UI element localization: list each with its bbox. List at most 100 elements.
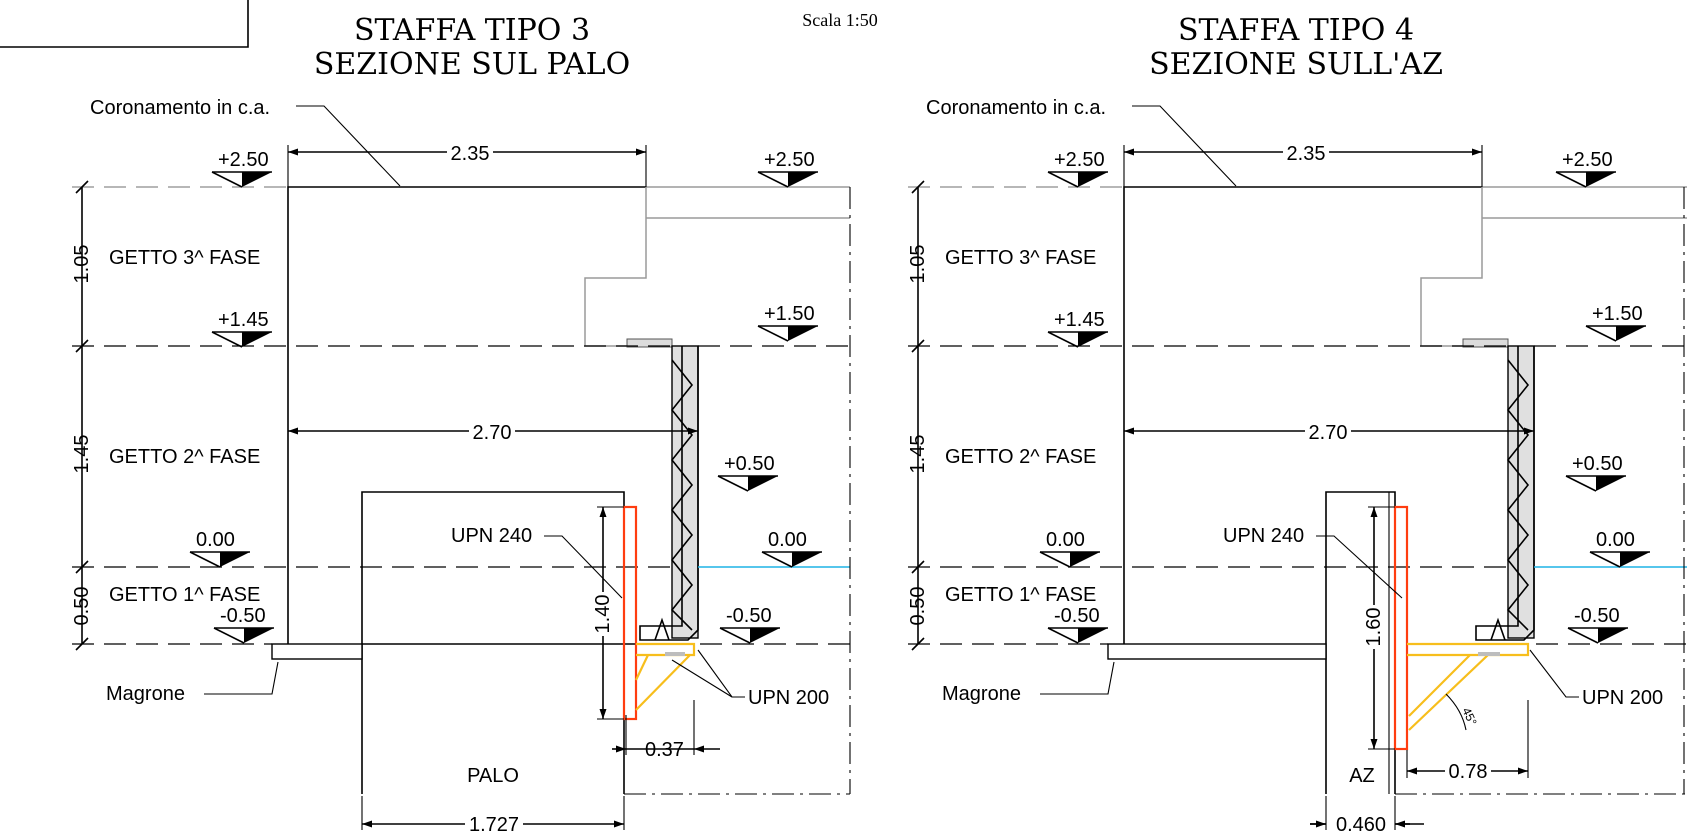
level-value: 0.00 bbox=[1596, 529, 1635, 551]
level-marker: -0.50 bbox=[1567, 605, 1628, 644]
level-value: +0.50 bbox=[724, 453, 775, 475]
level-marker: +1.50 bbox=[1585, 303, 1646, 342]
upn200-label: UPN 200 bbox=[1582, 687, 1663, 709]
wall-foot bbox=[1475, 346, 1535, 641]
upn240-plate bbox=[1393, 505, 1409, 751]
level-marker: +0.50 bbox=[1565, 453, 1626, 492]
upn240-height-value: 1.60 bbox=[1363, 608, 1385, 647]
section-tipo-3: STAFFA TIPO 3 SEZIONE SUL PALO Coronamen… bbox=[71, 13, 851, 831]
pile-width-dim-value: 1.727 bbox=[469, 814, 519, 831]
height-dim-getto2: 1.45 bbox=[71, 435, 93, 474]
height-dim-getto1: 0.50 bbox=[907, 587, 929, 626]
level-marker: +2.50 bbox=[1047, 149, 1108, 188]
height-dim-ticks bbox=[75, 180, 89, 651]
pile-width-dim-value: 0.460 bbox=[1336, 814, 1386, 831]
level-value: +1.45 bbox=[1054, 309, 1105, 331]
level-value: +2.50 bbox=[1562, 149, 1613, 171]
magrone-leader bbox=[1040, 661, 1115, 695]
title-block-frame bbox=[0, 0, 249, 48]
level-value: +0.50 bbox=[1572, 453, 1623, 475]
width-dim-top-value: 2.35 bbox=[1287, 143, 1326, 165]
level-marker: +1.45 bbox=[211, 309, 272, 348]
width-dim-top-value: 2.35 bbox=[451, 143, 490, 165]
level-value: +1.50 bbox=[764, 303, 815, 325]
bearing-plate bbox=[1462, 338, 1509, 348]
getto3-label: GETTO 3^ FASE bbox=[109, 247, 260, 269]
width-dim-top-ext bbox=[1123, 145, 1483, 187]
pile-label: AZ bbox=[1349, 765, 1375, 787]
coronamento-leader bbox=[296, 105, 401, 187]
coronamento-label: Coronamento in c.a. bbox=[926, 97, 1106, 119]
scale-label: Scala 1:50 bbox=[802, 10, 877, 30]
adjacent-concrete-outline bbox=[584, 186, 850, 347]
angle-arc bbox=[1445, 693, 1467, 731]
upn240-plate bbox=[622, 505, 638, 721]
section-title-line2: SEZIONE SUL PALO bbox=[314, 47, 630, 82]
wall-foot-triangle bbox=[1490, 617, 1506, 641]
level-marker: +2.50 bbox=[757, 149, 818, 188]
upn240-height-dim-ext bbox=[597, 506, 624, 720]
magrone-label: Magrone bbox=[942, 683, 1021, 705]
level-value: +2.50 bbox=[1054, 149, 1105, 171]
magrone-label: Magrone bbox=[106, 683, 185, 705]
height-dim-ticks bbox=[911, 180, 925, 651]
width-dim-top-ext bbox=[287, 145, 647, 187]
level-marker: +2.50 bbox=[1555, 149, 1616, 188]
level-value: 0.00 bbox=[1046, 529, 1085, 551]
upn200-label: UPN 200 bbox=[748, 687, 829, 709]
offset-dim-value: 0.78 bbox=[1449, 761, 1488, 783]
height-dim-getto1: 0.50 bbox=[71, 587, 93, 626]
magrone-slab bbox=[271, 643, 363, 660]
level-value: 0.00 bbox=[768, 529, 807, 551]
level-value: -0.50 bbox=[726, 605, 772, 627]
wall-foot bbox=[639, 346, 699, 641]
level-marker: 0.00 bbox=[761, 529, 822, 568]
magrone-leader bbox=[204, 661, 279, 695]
level-value: +1.45 bbox=[218, 309, 269, 331]
wall-foot-triangle bbox=[654, 617, 670, 641]
level-marker: +1.50 bbox=[757, 303, 818, 342]
upn240-label: UPN 240 bbox=[1223, 525, 1304, 547]
offset-dim-value: 0.37 bbox=[645, 739, 684, 761]
getto2-label: GETTO 2^ FASE bbox=[109, 446, 260, 468]
width-dim-mid-value: 2.70 bbox=[1309, 422, 1348, 444]
section-title-line2: SEZIONE SULL'AZ bbox=[1149, 47, 1443, 82]
level-marker: -0.50 bbox=[1047, 605, 1108, 644]
section-tipo-4: STAFFA TIPO 4 SEZIONE SULL'AZ Coronament… bbox=[907, 13, 1687, 831]
level-marker: 0.00 bbox=[1039, 529, 1100, 568]
crown-concrete-outline bbox=[1123, 186, 1482, 644]
getto2-label: GETTO 2^ FASE bbox=[945, 446, 1096, 468]
getto1-label: GETTO 1^ FASE bbox=[109, 584, 260, 606]
upn240-height-dim-ext bbox=[1368, 506, 1395, 750]
offset-dim-ext bbox=[1406, 700, 1529, 778]
level-marker: +2.50 bbox=[211, 149, 272, 188]
height-dim-getto3: 1.05 bbox=[907, 245, 929, 284]
bearing-plate bbox=[626, 338, 673, 348]
level-value: -0.50 bbox=[1574, 605, 1620, 627]
upn200-leader bbox=[671, 649, 745, 698]
level-marker: 0.00 bbox=[1589, 529, 1650, 568]
pile-label: PALO bbox=[467, 765, 519, 787]
section-title-line1: STAFFA TIPO 3 bbox=[354, 13, 590, 48]
getto1-label: GETTO 1^ FASE bbox=[945, 584, 1096, 606]
upn240-leader bbox=[1316, 535, 1403, 599]
level-value: -0.50 bbox=[220, 605, 266, 627]
pile-width-dim-ext bbox=[1325, 796, 1396, 830]
adjacent-concrete-outline bbox=[1420, 186, 1687, 347]
level-value: 0.00 bbox=[196, 529, 235, 551]
level-marker: -0.50 bbox=[719, 605, 780, 644]
magrone-slab bbox=[1107, 643, 1327, 660]
coronamento-label: Coronamento in c.a. bbox=[90, 97, 270, 119]
coronamento-leader bbox=[1132, 105, 1237, 187]
section-title-line1: STAFFA TIPO 4 bbox=[1178, 13, 1414, 48]
level-value: +2.50 bbox=[218, 149, 269, 171]
level-value: +2.50 bbox=[764, 149, 815, 171]
crown-concrete-outline bbox=[287, 186, 646, 644]
height-dim-getto2: 1.45 bbox=[907, 435, 929, 474]
pile-width-dim-ext bbox=[361, 796, 625, 830]
upn240-height-value: 1.40 bbox=[592, 595, 614, 634]
upn240-label: UPN 240 bbox=[451, 525, 532, 547]
upn200-leader bbox=[1529, 649, 1579, 698]
level-value: -0.50 bbox=[1054, 605, 1100, 627]
